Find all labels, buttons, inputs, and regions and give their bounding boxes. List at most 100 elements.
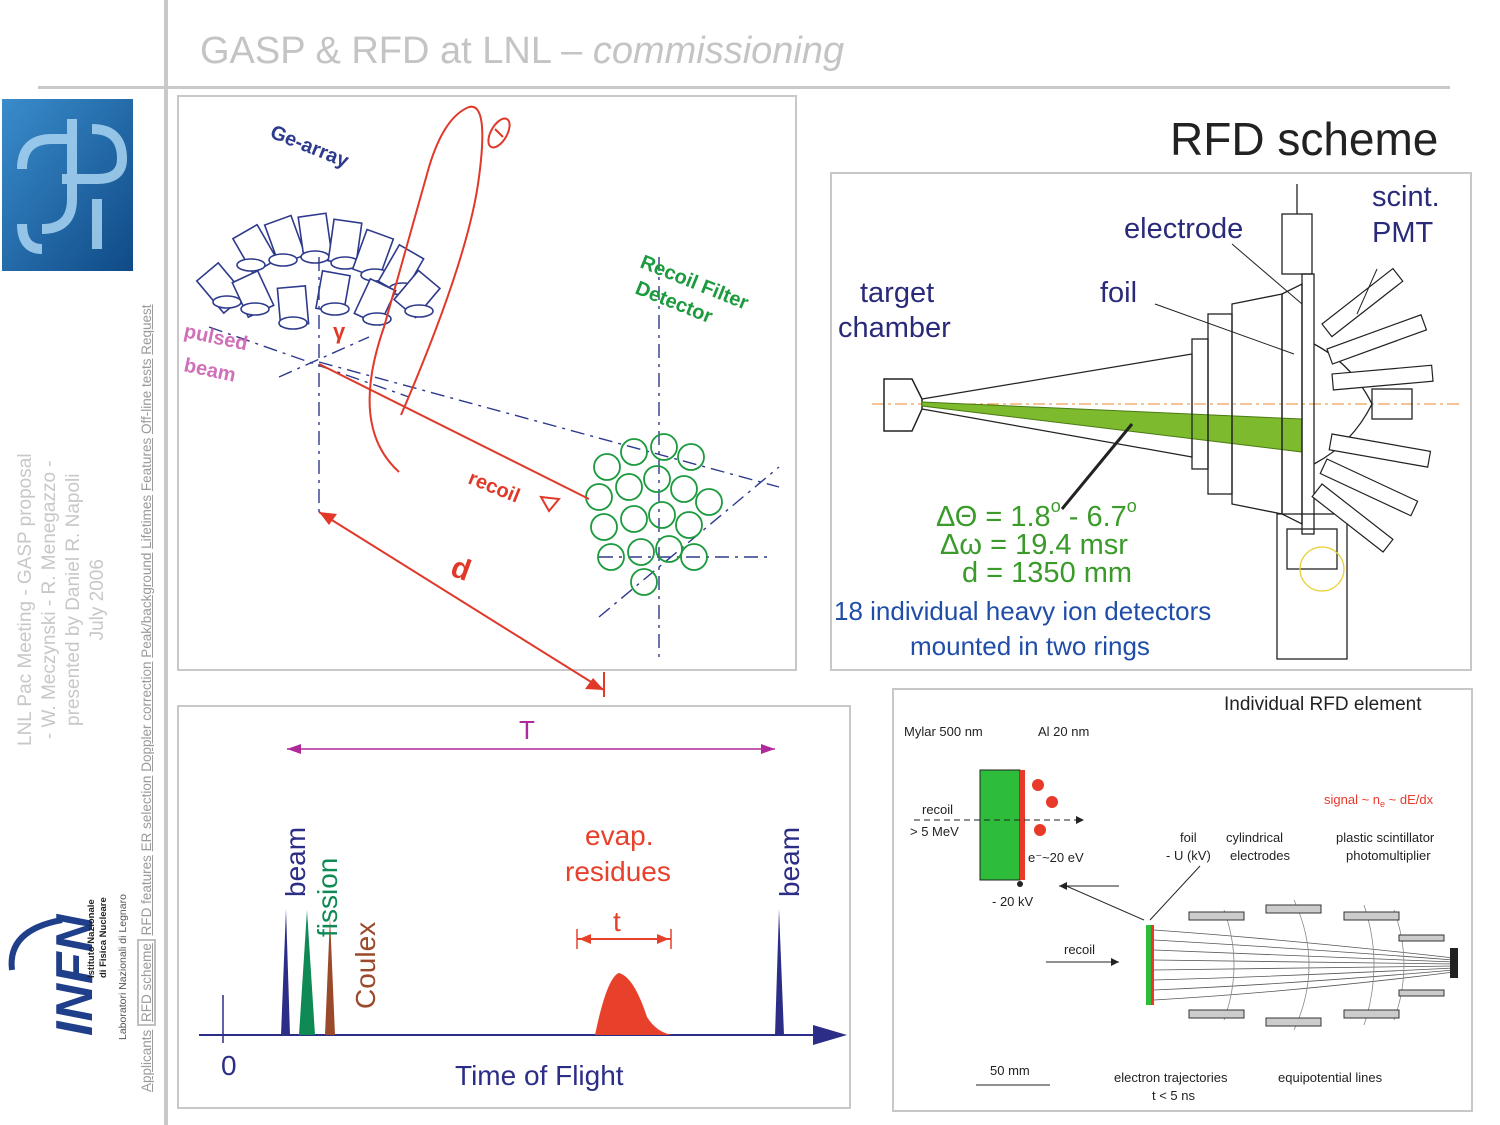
ge-detector-icon — [263, 214, 307, 267]
nav-item-request[interactable]: Request — [139, 304, 154, 355]
beam-peak-left — [281, 909, 290, 1035]
voltage-label: - 20 kV — [992, 894, 1034, 909]
title-dash: – — [550, 30, 593, 72]
ge-detector-icon — [351, 228, 395, 282]
electron-energy-label: e⁻~20 eV — [1028, 850, 1084, 865]
slide-title: GASP & RFD at LNL – commissioning — [200, 30, 844, 73]
time-axis-arrow-icon — [813, 1025, 847, 1045]
ge-array-label: Ge-array — [267, 121, 352, 173]
infn-swoosh-icon — [8, 917, 63, 971]
nav-item-offline-tests[interactable]: Off-line tests — [139, 358, 154, 435]
emitted-electrons — [1032, 779, 1058, 836]
beam-peak-right — [775, 909, 784, 1035]
plastic-label-2: photomultiplier — [1346, 848, 1431, 863]
equipotential-label: equipotential lines — [1278, 1070, 1383, 1085]
width-arrow-right-icon — [657, 934, 669, 944]
nav-item-applicants[interactable]: Applicants — [139, 1029, 154, 1092]
beam-axes — [208, 257, 780, 657]
rfd-scheme-diagram: target chamber foil electrode scint. PMT… — [834, 181, 1462, 661]
rfd-scheme-heading: RFD scheme — [1170, 113, 1439, 165]
foil-label-1: foil — [1180, 830, 1197, 845]
pulsed-label-2: beam — [182, 354, 238, 386]
ge-detector-icon — [231, 269, 275, 319]
element-title: Individual RFD element — [1224, 694, 1422, 715]
infn-subtitle-1: Istituto Nazionale — [86, 899, 97, 978]
target-chamber-label-1: target — [860, 277, 934, 309]
info-line: - W. Meczynski - R. Menegazzo - — [39, 460, 60, 740]
origin-label: 0 — [221, 1050, 237, 1081]
info-line: July 2006 — [87, 559, 108, 641]
distance-label: d = 1350 mm — [962, 557, 1132, 589]
plastic-label-1: plastic scintillator — [1336, 830, 1435, 845]
evap-residues-peak — [595, 973, 673, 1035]
gamma-label: γ — [333, 319, 346, 344]
cylindrical-electrodes — [1188, 904, 1445, 1027]
evap-label-2: residues — [565, 856, 671, 887]
tof-marks — [199, 744, 847, 1045]
title-italic: commissioning — [592, 30, 845, 72]
width-label: t — [613, 906, 621, 937]
nav-item-peak-background[interactable]: Peak/background — [139, 552, 154, 658]
ge-detector-icon — [195, 261, 247, 315]
nav-item-doppler-correction[interactable]: Doppler correction — [139, 661, 154, 772]
infn-subtitle-2: di Fisica Nucleare — [98, 897, 109, 978]
ge-detector-icon — [314, 269, 352, 316]
ge-detector-icon — [276, 284, 310, 330]
distance-label: d — [447, 551, 476, 588]
slide-navigation: Applicants RFD scheme RFD features ER se… — [137, 304, 156, 1092]
beam-label-right: beam — [774, 827, 805, 897]
infn-wordmark: INFN — [46, 913, 104, 1036]
detectors-label-1: 18 individual heavy ion detectors — [834, 596, 1211, 626]
recoil-label: recoil — [465, 467, 523, 507]
electron-icon — [1046, 796, 1058, 808]
coulex-label: Coulex — [350, 922, 381, 1009]
recoil-element-label: recoil — [1064, 942, 1095, 957]
recoil-trajectory — [318, 105, 605, 697]
evap-label-1: evap. — [585, 820, 654, 851]
nav-item-er-selection[interactable]: ER selection — [139, 775, 154, 852]
target-chamber-outline — [883, 378, 923, 432]
ge-array-detectors — [195, 212, 442, 330]
fission-label: fission — [312, 858, 343, 937]
al-layer — [1020, 770, 1025, 880]
scale-label: 50 mm — [990, 1063, 1030, 1078]
rfd-scheme-panel: target chamber foil electrode scint. PMT… — [830, 172, 1472, 671]
target-chamber-label-2: chamber — [838, 312, 951, 344]
ge-detector-icon — [392, 269, 442, 319]
detectors-label-2: mounted in two rings — [910, 631, 1150, 661]
nav-item-features[interactable]: Features — [139, 437, 154, 492]
nav-item-rfd-features[interactable]: RFD features — [139, 855, 154, 936]
foil-label-2: - U (kV) — [1166, 848, 1211, 863]
trajectories-label-1: electron trajectories — [1114, 1070, 1228, 1085]
coulex-peak — [325, 917, 335, 1035]
leader-lines — [1060, 243, 1378, 510]
pmt-tubes — [1311, 267, 1434, 553]
infn-logo: INFN Istituto Nazionale di Fisica Nuclea… — [8, 897, 109, 1036]
nav-item-rfd-scheme[interactable]: RFD scheme — [137, 939, 156, 1026]
al-label: Al 20 nm — [1038, 724, 1089, 739]
delta-omega-label: Δω = 19.4 msr — [940, 529, 1128, 561]
lnl-logo — [2, 99, 133, 271]
scint-label-2: PMT — [1372, 217, 1434, 249]
horizontal-divider — [38, 86, 1450, 89]
ge-detector-icon — [297, 212, 333, 264]
electron-trajectories — [1153, 929, 1455, 1001]
mylar-foil — [979, 769, 1021, 881]
cyl-label-2: electrodes — [1230, 848, 1290, 863]
acceptance-cone — [921, 401, 1303, 453]
beam-label-left: beam — [280, 827, 311, 897]
vertical-divider — [164, 0, 168, 1125]
ge-detector-icon — [353, 277, 397, 327]
recoil-energy-2: > 5 MeV — [910, 824, 959, 839]
rfd-element-panel: Individual RFD element Mylar 500 nm Al 2… — [892, 688, 1473, 1112]
element-foil — [1146, 925, 1151, 1005]
mylar-label: Mylar 500 nm — [904, 724, 983, 739]
recoil-element-arrow-icon — [1111, 958, 1119, 966]
pmt-window — [1450, 948, 1458, 978]
period-label: T — [519, 715, 535, 745]
foil-leader-2 — [1149, 865, 1201, 921]
trajectories-label-2: t < 5 ns — [1152, 1088, 1195, 1103]
recoil-arrow-icon — [1076, 816, 1084, 824]
cyl-label-1: cylindrical — [1226, 830, 1283, 845]
nav-item-lifetimes[interactable]: Lifetimes — [139, 494, 154, 549]
